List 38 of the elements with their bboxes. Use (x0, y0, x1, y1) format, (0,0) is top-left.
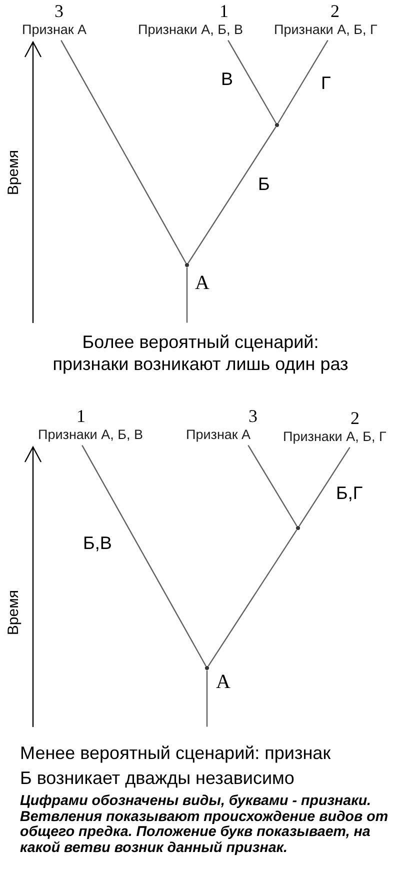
branch-line (186, 267, 188, 323)
species-number: 2 (350, 409, 360, 427)
branch-line (82, 445, 206, 666)
species-number: 2 (330, 2, 340, 20)
edge-label: Б,Г (336, 484, 363, 503)
branch-line (206, 670, 208, 727)
branch-line (278, 40, 328, 124)
edge-label: В (221, 70, 234, 89)
trait-label: Признаки А, Б, Г (283, 429, 386, 444)
branch-line (208, 530, 298, 666)
branch-line (248, 445, 298, 526)
edge-label: Б (258, 175, 270, 194)
axis-label: Время (6, 590, 22, 636)
species-number: 1 (76, 407, 86, 425)
species-number: 1 (220, 2, 228, 20)
branch-line (60, 40, 186, 264)
branch-point (275, 123, 279, 127)
scenario-caption: Более вероятный сценарий: признаки возникают лишь один раз (52, 331, 350, 375)
scenario-caption: Менее вероятный сценарий: признак Б возникает дважды независимо (20, 742, 332, 790)
branch-point (205, 666, 209, 670)
trait-label: Признаки А, Б, В (38, 427, 143, 442)
branch-line (228, 40, 276, 124)
trait-label: Признак А (186, 427, 251, 442)
branch-point (296, 526, 300, 530)
species-number: 3 (54, 2, 64, 20)
explanation-note: Цифрами обозначены виды, буквами - признаки. Ветвления показывают происхождение видов от общего предка. Положение букв показывает, на какой ветви возник данный признак. (20, 794, 390, 856)
species-number: 3 (248, 407, 258, 425)
axis-label: Время (6, 150, 22, 196)
edge-label: Б,В (83, 534, 112, 553)
edge-label: А (195, 274, 210, 293)
trait-label: Признаки А, Б, В (138, 22, 243, 37)
branch-point (185, 263, 189, 267)
trait-label: Признаки А, Б, Г (274, 22, 378, 37)
edge-label: А (216, 673, 230, 692)
branch-line (188, 126, 276, 264)
branch-line (298, 446, 350, 526)
edge-label: Г (321, 74, 331, 93)
trait-label: Признак А (22, 22, 87, 37)
